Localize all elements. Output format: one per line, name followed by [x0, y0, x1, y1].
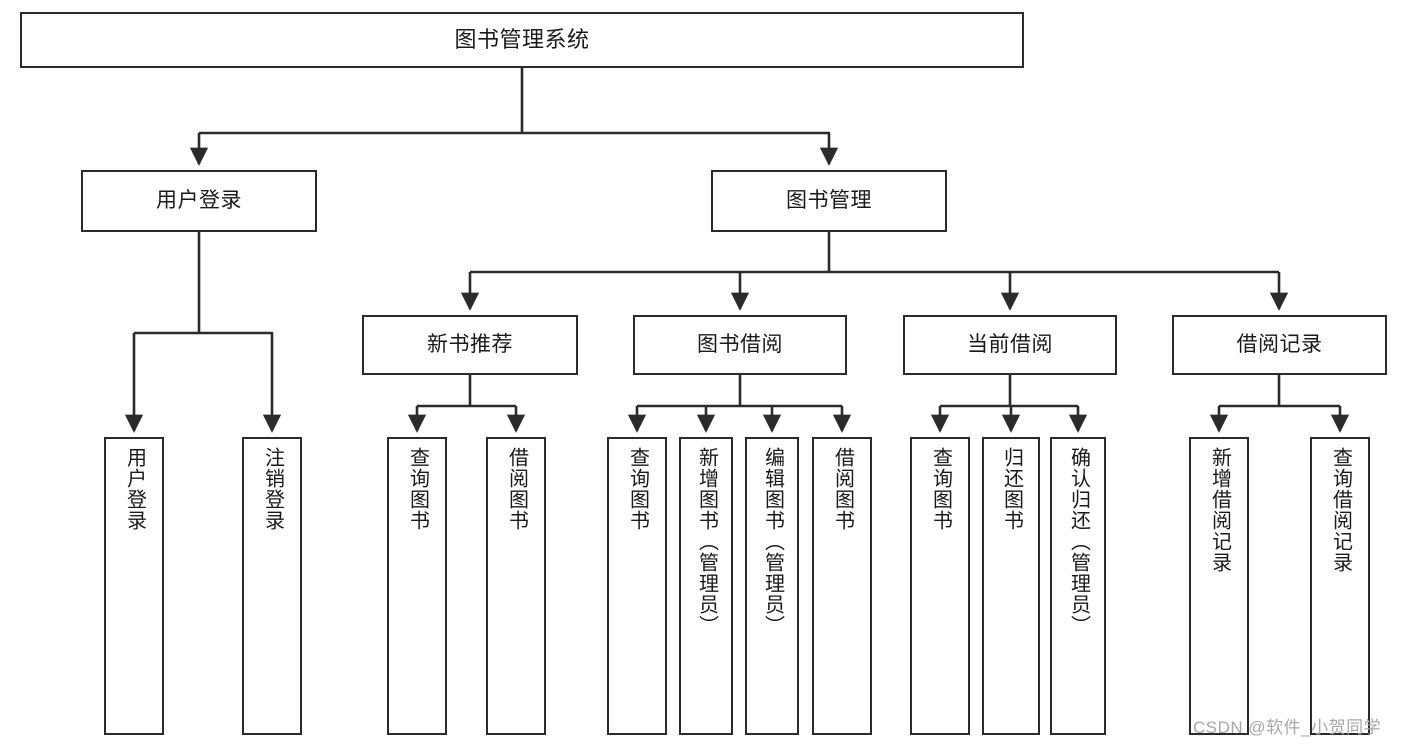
node-current-borrow-label: 当前借阅 [967, 333, 1053, 357]
node-leaf-borrow-book-2-label: 借阅图书 [831, 447, 854, 531]
node-new-book-recommend-label: 新书推荐 [427, 333, 513, 357]
node-leaf-edit-book-admin[interactable]: 编辑图书（管理员） [745, 437, 799, 735]
node-leaf-query-book-2[interactable]: 查询图书 [607, 437, 667, 735]
node-leaf-query-book-2-label: 查询图书 [626, 447, 649, 531]
node-leaf-edit-book-admin-label: 编辑图书（管理员） [761, 447, 784, 636]
node-leaf-query-book-1-label: 查询图书 [406, 447, 429, 531]
node-leaf-user-logout[interactable]: 注销登录 [242, 437, 302, 735]
node-new-book-recommend[interactable]: 新书推荐 [362, 315, 578, 375]
node-leaf-user-login-label: 用户登录 [123, 447, 146, 531]
node-leaf-add-borrow-record[interactable]: 新增借阅记录 [1189, 437, 1249, 735]
node-leaf-user-logout-label: 注销登录 [261, 447, 284, 531]
node-leaf-add-book-admin[interactable]: 新增图书（管理员） [679, 437, 733, 735]
node-borrow-record[interactable]: 借阅记录 [1172, 315, 1387, 375]
node-leaf-query-book-3[interactable]: 查询图书 [910, 437, 970, 735]
node-leaf-confirm-return-admin[interactable]: 确认归还（管理员） [1050, 437, 1106, 735]
node-current-borrow[interactable]: 当前借阅 [903, 315, 1117, 375]
node-user-login[interactable]: 用户登录 [81, 170, 317, 232]
node-borrow-record-label: 借阅记录 [1236, 333, 1323, 357]
node-leaf-borrow-book-2[interactable]: 借阅图书 [812, 437, 872, 735]
node-book-manage-label: 图书管理 [786, 189, 872, 213]
node-leaf-user-login[interactable]: 用户登录 [104, 437, 164, 735]
node-leaf-return-book[interactable]: 归还图书 [982, 437, 1040, 735]
node-leaf-query-book-3-label: 查询图书 [929, 447, 952, 531]
node-leaf-add-book-admin-label: 新增图书（管理员） [695, 447, 718, 636]
node-leaf-query-borrow-record-label: 查询借阅记录 [1329, 447, 1352, 573]
node-leaf-borrow-book-1-label: 借阅图书 [505, 447, 528, 531]
node-book-borrow[interactable]: 图书借阅 [633, 315, 847, 375]
node-leaf-confirm-return-admin-label: 确认归还（管理员） [1067, 447, 1090, 636]
node-leaf-borrow-book-1[interactable]: 借阅图书 [486, 437, 546, 735]
node-root-label: 图书管理系统 [454, 26, 590, 52]
csdn-watermark: CSDN @软件_小贺同学 [1193, 718, 1382, 737]
node-leaf-add-borrow-record-label: 新增借阅记录 [1208, 447, 1231, 573]
node-leaf-query-borrow-record[interactable]: 查询借阅记录 [1310, 437, 1370, 735]
node-book-borrow-label: 图书借阅 [697, 333, 783, 357]
node-book-manage[interactable]: 图书管理 [711, 170, 947, 232]
node-leaf-return-book-label: 归还图书 [1000, 447, 1023, 531]
node-user-login-label: 用户登录 [156, 189, 242, 213]
node-root[interactable]: 图书管理系统 [20, 12, 1024, 68]
node-leaf-query-book-1[interactable]: 查询图书 [387, 437, 447, 735]
